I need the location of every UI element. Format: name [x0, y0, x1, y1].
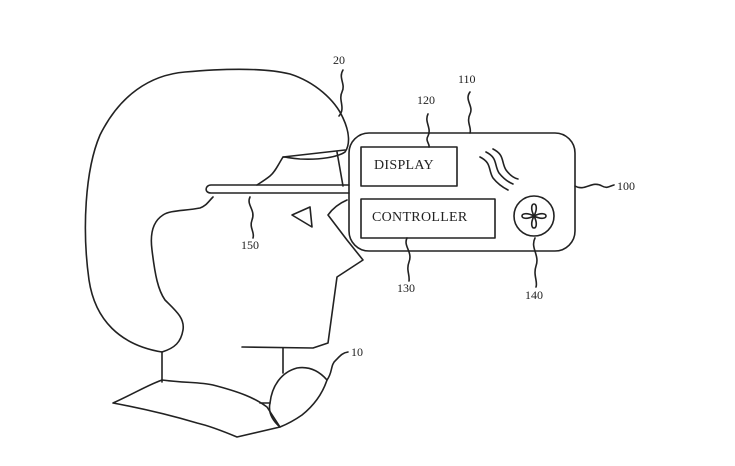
- eye-icon: [291, 206, 313, 228]
- ref-10: 10: [351, 345, 363, 359]
- ref-100: 100: [617, 179, 635, 193]
- head-outline: [84, 68, 364, 438]
- ref-140: 140: [525, 288, 543, 302]
- ref-130: 130: [397, 281, 415, 295]
- arm-150: [205, 184, 350, 194]
- ref-110: 110: [458, 72, 476, 86]
- headset-housing-110: [348, 132, 576, 252]
- display-label: DISPLAY: [374, 158, 434, 173]
- ref-120: 120: [417, 93, 435, 107]
- ref-150: 150: [241, 238, 259, 252]
- user-device-10: [259, 366, 328, 428]
- leader-lines: [248, 69, 615, 381]
- display-box: [360, 146, 458, 187]
- controller-box: [360, 198, 496, 239]
- heat-waves-icon: [479, 148, 519, 191]
- ref-20: 20: [333, 53, 345, 67]
- controller-label: CONTROLLER: [372, 210, 468, 225]
- fan-icon: [513, 195, 555, 237]
